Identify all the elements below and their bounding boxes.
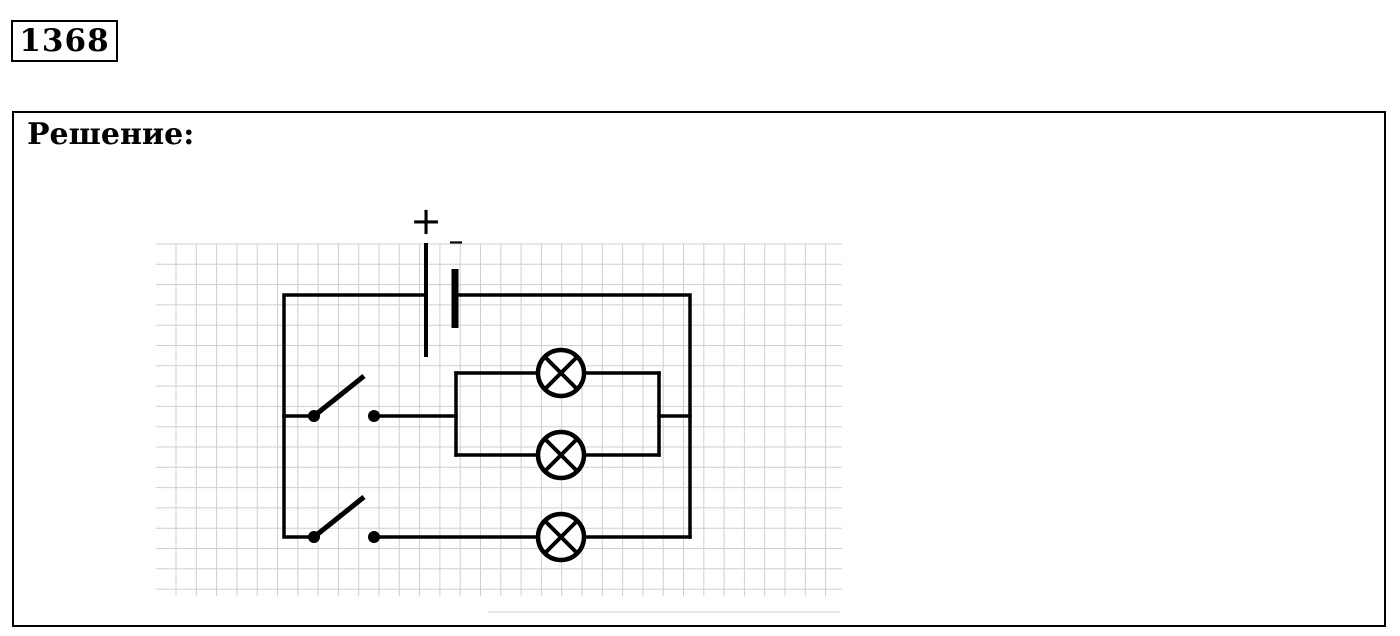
switch-2 [308,495,380,543]
circuit-wires [282,293,692,539]
battery-plus-label: + [410,199,442,243]
lamp-3 [535,511,587,563]
switch-1 [308,374,380,422]
problem-number: 1368 [11,20,118,62]
battery-minus-label: – [449,224,464,259]
lamp-2 [535,429,587,481]
switch-2-contact [368,531,380,543]
lamp-1 [535,347,587,399]
graph-paper-grid [156,243,842,613]
battery: + – [410,199,464,357]
switch-1-contact [368,410,380,422]
solution-box: Решение: [12,111,1386,627]
solution-heading: Решение: [27,117,195,152]
